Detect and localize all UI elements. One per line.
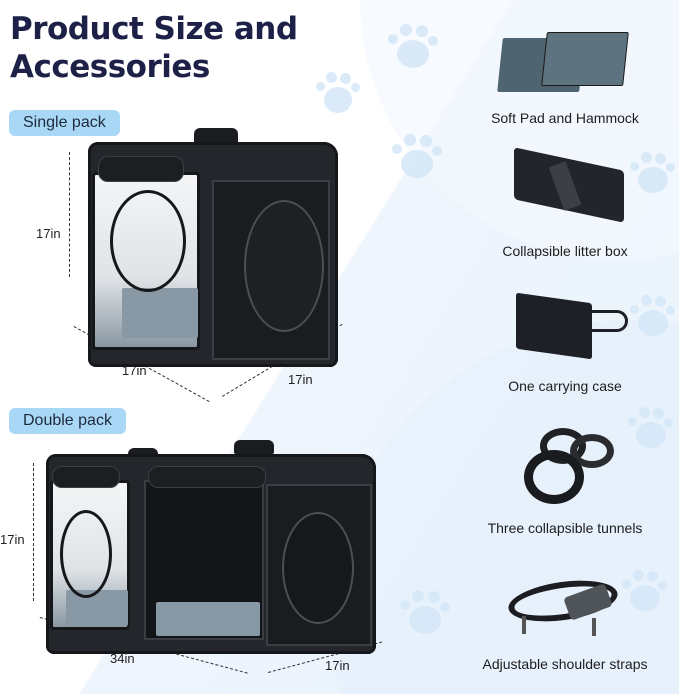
title-line-1: Product Size and — [10, 11, 298, 47]
handle — [194, 128, 238, 144]
single-width-label: 17in — [288, 372, 313, 387]
double-carrier-image — [44, 440, 379, 660]
accessory-item: Adjustable shoulder straps — [460, 574, 670, 674]
single-height-label: 17in — [36, 226, 61, 241]
accessory-label: Soft Pad and Hammock — [489, 110, 641, 128]
paw-print-icon — [400, 588, 450, 634]
litter-box-image — [500, 147, 630, 223]
shoulder-strap-image — [500, 574, 630, 640]
accessory-label: One carrying case — [506, 378, 624, 396]
accessory-label: Three collapsible tunnels — [485, 520, 645, 538]
accessory-item: One carrying case — [460, 292, 670, 396]
double-height-label: 17in — [0, 532, 25, 547]
paw-print-icon — [316, 70, 360, 116]
accessory-label: Collapsible litter box — [500, 243, 630, 261]
accessory-item: Three collapsible tunnels — [460, 428, 670, 538]
pad-hammock-image — [497, 28, 630, 100]
height-dimension-line — [69, 152, 70, 277]
accessory-label: Adjustable shoulder straps — [480, 656, 650, 674]
paw-print-icon — [630, 293, 676, 339]
double-width-label: 17in — [325, 658, 350, 673]
single-pack-badge: Single pack — [9, 110, 120, 136]
double-length-label: 34in — [110, 651, 135, 666]
single-carrier-image — [84, 128, 344, 378]
tunnels-image — [500, 428, 630, 506]
page-title: Product Size and Accessories — [10, 10, 350, 86]
accessory-item: Soft Pad and Hammock — [460, 28, 670, 128]
height-dimension-line — [33, 463, 34, 601]
paw-print-icon — [392, 132, 442, 178]
double-pack-badge: Double pack — [9, 408, 126, 434]
accessory-item: Collapsible litter box — [460, 147, 670, 261]
carrying-case-image — [500, 292, 630, 360]
paw-print-icon — [622, 568, 668, 614]
title-line-2: Accessories — [10, 49, 210, 85]
paw-print-icon — [628, 405, 674, 451]
paw-print-icon — [388, 22, 438, 68]
paw-print-icon — [630, 150, 676, 196]
